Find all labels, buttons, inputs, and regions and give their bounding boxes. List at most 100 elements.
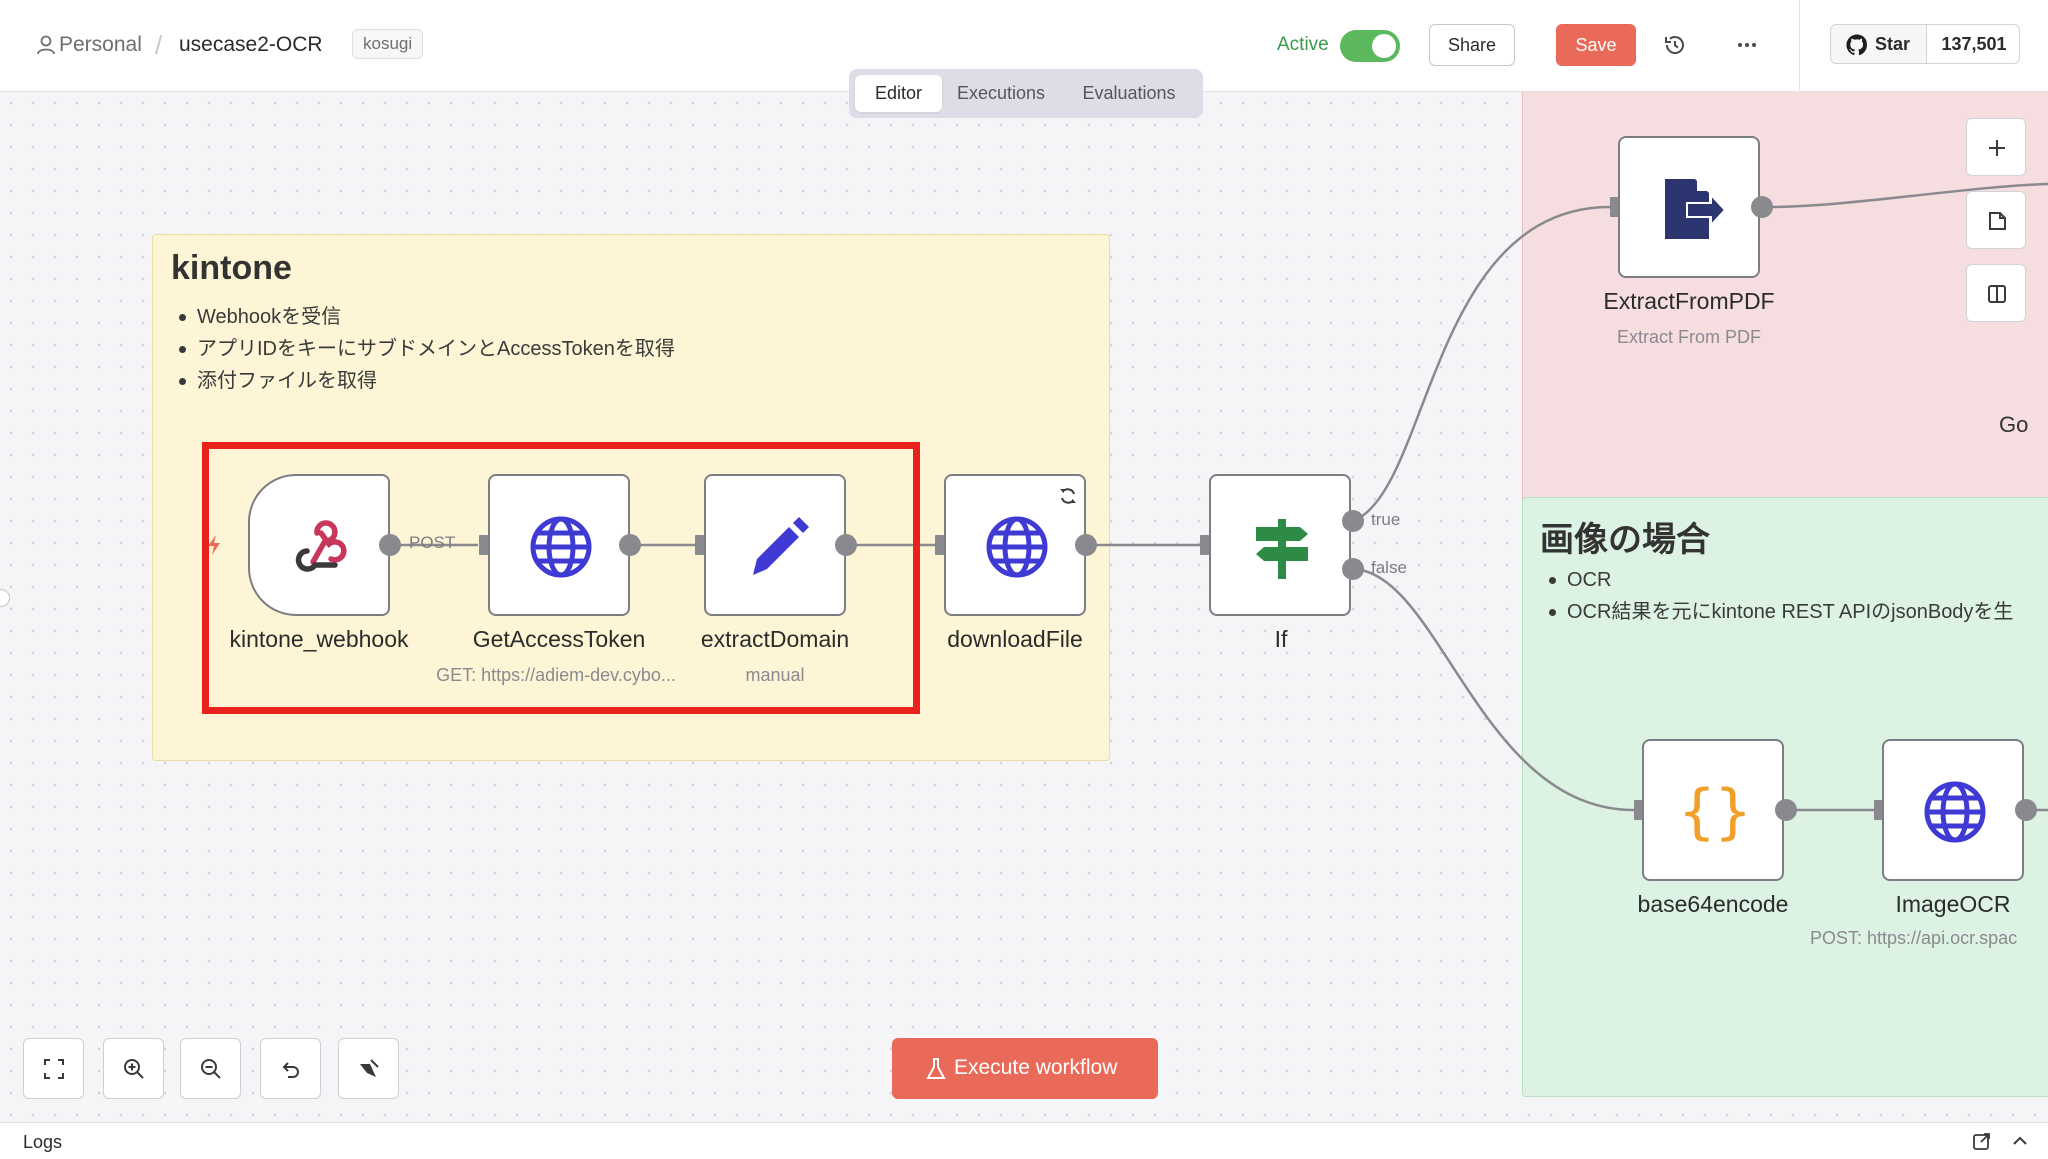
logs-label[interactable]: Logs — [23, 1132, 63, 1152]
node-subtitle: GET: https://adiem-dev.cybo... — [436, 665, 676, 685]
node-subtitle: manual — [745, 665, 805, 685]
zoom-in-button[interactable] — [103, 1038, 164, 1099]
input-port[interactable] — [479, 535, 488, 555]
node-label: extractDomain — [700, 626, 850, 652]
node-if[interactable] — [1209, 474, 1351, 616]
chevron-up-icon[interactable] — [2010, 1131, 2030, 1151]
list-item: Webhookを受信 — [177, 301, 675, 333]
user-icon — [37, 35, 55, 55]
output-port[interactable] — [835, 534, 857, 556]
sticky-list: OCR OCR結果を元にkintone REST APIのjsonBodyを生 — [1547, 564, 2013, 628]
fit-view-button[interactable] — [23, 1038, 84, 1099]
output-port[interactable] — [1075, 534, 1097, 556]
github-star[interactable]: Star — [1831, 25, 1927, 63]
input-port[interactable] — [1200, 535, 1209, 555]
popout-icon[interactable] — [1972, 1131, 1992, 1151]
node-label: If — [1274, 626, 1288, 652]
workflow-canvas[interactable]: kintone Webhookを受信 アプリIDをキーにサブドメインとAcces… — [0, 92, 2048, 1122]
pencil-icon — [753, 517, 809, 575]
zoom-in-icon — [124, 1059, 144, 1079]
tab-executions[interactable]: Executions — [956, 83, 1046, 103]
workflow-name[interactable]: usecase2-OCR — [179, 33, 323, 56]
output-port-true[interactable] — [1342, 510, 1364, 532]
tidy-up-button[interactable] — [338, 1038, 399, 1099]
output-port[interactable] — [2015, 799, 2037, 821]
edge-label-false: false — [1371, 558, 1407, 577]
undo-icon — [282, 1062, 299, 1078]
node-label: ImageOCR — [1895, 891, 2011, 917]
plus-icon — [1989, 140, 2005, 156]
history-icon[interactable] — [1662, 32, 1688, 58]
globe-icon — [1924, 781, 1986, 843]
sticky-title: kintone — [171, 249, 292, 287]
tab-editor[interactable]: Editor — [855, 75, 942, 112]
share-button[interactable]: Share — [1429, 24, 1515, 66]
toggle-knob — [1372, 34, 1396, 58]
zoom-out-button[interactable] — [180, 1038, 241, 1099]
save-button[interactable]: Save — [1556, 24, 1636, 66]
edge-label-post: POST — [409, 533, 456, 552]
sticky-note-icon — [1989, 212, 2006, 230]
node-extract-from-pdf[interactable] — [1618, 136, 1760, 278]
node-label: kintone_webhook — [229, 626, 409, 652]
trigger-bolt-icon — [208, 535, 220, 555]
add-node-button[interactable] — [1966, 118, 2026, 176]
logs-bar[interactable]: Logs — [0, 1122, 2048, 1159]
active-label: Active — [1277, 34, 1329, 55]
node-download-file[interactable] — [944, 474, 1086, 616]
output-port[interactable] — [1751, 196, 1773, 218]
sticky-title: 画像の場合 — [1540, 521, 1710, 559]
active-toggle[interactable] — [1340, 30, 1400, 62]
toggle-panel-button[interactable] — [1966, 264, 2026, 322]
input-port[interactable] — [935, 535, 944, 555]
selection-highlight — [202, 442, 920, 714]
github-star-button[interactable]: Star 137,501 — [1830, 24, 2020, 64]
node-subtitle: Extract From PDF — [1616, 327, 1761, 347]
list-item: OCR — [1547, 564, 2013, 596]
output-port[interactable] — [619, 534, 641, 556]
header-divider — [1799, 0, 1800, 92]
globe-icon — [530, 516, 592, 578]
execute-workflow-button[interactable]: Execute workflow — [892, 1038, 1158, 1099]
breadcrumb-personal[interactable]: Personal — [59, 33, 142, 56]
list-item: OCR結果を元にkintone REST APIのjsonBodyを生 — [1547, 596, 2013, 628]
input-port[interactable] — [1610, 197, 1619, 217]
node-label: GetAccessToken — [472, 626, 646, 652]
node-label: downloadFile — [947, 626, 1083, 652]
input-port[interactable] — [695, 535, 704, 555]
node-label: base64encode — [1637, 891, 1789, 917]
output-port[interactable] — [1775, 799, 1797, 821]
sticky-partial-text: Go — [1999, 412, 2029, 437]
github-star-label: Star — [1875, 34, 1911, 54]
node-extract-domain[interactable] — [704, 474, 846, 616]
fit-view-icon — [44, 1059, 64, 1079]
node-label: ExtractFromPDF — [1603, 288, 1775, 314]
flask-icon — [926, 1058, 946, 1079]
output-port[interactable] — [379, 534, 401, 556]
input-port[interactable] — [1634, 800, 1643, 820]
breadcrumb-separator: / — [155, 30, 163, 60]
workflow-tag[interactable]: kosugi — [352, 29, 424, 59]
add-sticky-button[interactable] — [1966, 191, 2026, 249]
output-port-false[interactable] — [1342, 558, 1364, 580]
svg-text:{}: {} — [1679, 777, 1751, 847]
view-tabs: Editor Executions Evaluations — [849, 69, 1203, 118]
input-port[interactable] — [1874, 800, 1883, 820]
code-braces-icon: {} — [1679, 777, 1751, 847]
sticky-list: Webhookを受信 アプリIDをキーにサブドメインとAccessTokenを取… — [177, 301, 675, 397]
sync-icon — [1060, 488, 1076, 504]
execute-workflow-label: Execute workflow — [954, 1056, 1118, 1079]
node-subtitle: POST: https://api.ocr.spac — [1810, 928, 2018, 948]
tab-evaluations[interactable]: Evaluations — [1082, 83, 1176, 103]
undo-button[interactable] — [260, 1038, 321, 1099]
tidy-up-icon — [360, 1059, 379, 1077]
node-base64encode[interactable]: {} — [1642, 739, 1784, 881]
list-item: 添付ファイルを取得 — [177, 365, 675, 397]
github-star-count[interactable]: 137,501 — [1941, 34, 2007, 54]
node-image-ocr[interactable] — [1882, 739, 2024, 881]
more-horizontal-icon[interactable] — [1734, 32, 1760, 58]
edge-label-true: true — [1371, 510, 1401, 529]
globe-icon — [986, 516, 1048, 578]
collapse-handle[interactable] — [0, 589, 10, 607]
signpost-icon — [1256, 519, 1308, 579]
